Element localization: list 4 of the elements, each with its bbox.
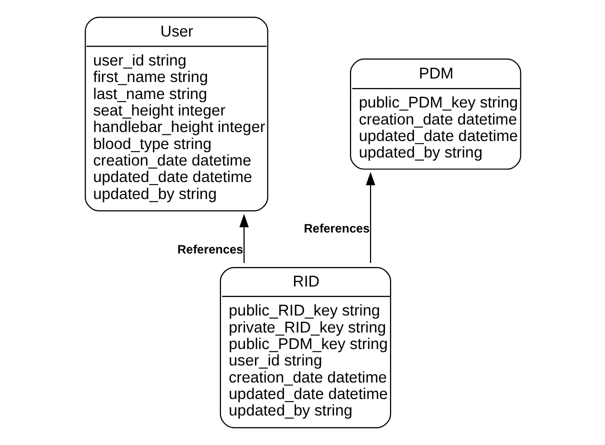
arrow bbox=[365, 172, 375, 263]
arrow bbox=[238, 214, 248, 263]
edge-label: References bbox=[176, 242, 243, 256]
edge-label: References bbox=[303, 222, 370, 236]
